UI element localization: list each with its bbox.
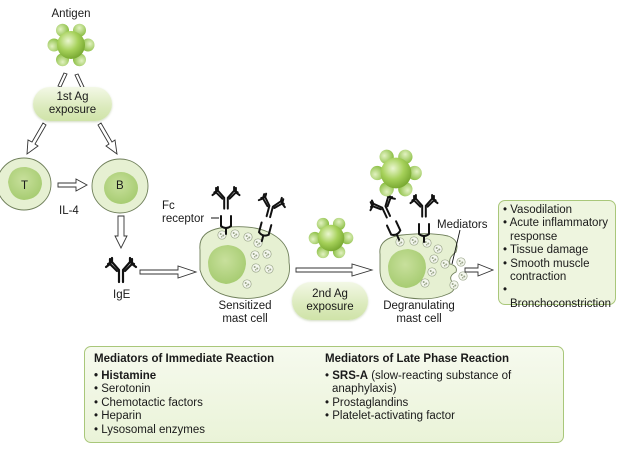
sensitized-line2: mast cell <box>222 313 268 325</box>
immediate-reaction-column: Mediators of Immediate Reaction • Histam… <box>94 353 314 437</box>
first-exposure-line2: exposure <box>48 104 97 116</box>
degranulating-mast-cell-icon <box>366 190 468 300</box>
t-cell-label: T <box>21 180 29 192</box>
effect-item: • Vasodilation <box>503 204 573 216</box>
b-cell-label: B <box>116 180 124 192</box>
arrow-antigen-to-exposure <box>57 72 85 89</box>
second-antigen-icon <box>308 215 354 261</box>
fc-label-line2: receptor <box>162 213 205 225</box>
degranulating-line1: Degranulating <box>383 300 455 312</box>
arrow-exposure-to-b-cell <box>97 122 118 155</box>
antigen-label: Antigen <box>51 8 91 20</box>
immediate-item: • Heparin <box>94 410 142 423</box>
arrow-sensitized-to-degranulating <box>295 263 374 277</box>
mediators-label: Mediators <box>437 219 488 231</box>
late-phase-column: Mediators of Late Phase Reaction • SRS-A… <box>325 353 525 424</box>
second-exposure-line2: exposure <box>306 301 354 313</box>
immediate-item: • Chemotactic factors <box>94 396 203 409</box>
bound-antigen-icon <box>370 147 422 199</box>
sensitized-mast-cell-icon <box>199 186 290 299</box>
effect-item: • Acute inflammatory response <box>503 217 609 243</box>
antigen-icon <box>47 21 95 69</box>
degranulating-mast-cell-label: Degranulating mast cell <box>374 300 464 326</box>
effects-box: • Vasodilation • Acute inflammatory resp… <box>498 200 616 310</box>
il4-label: IL-4 <box>59 205 79 217</box>
arrow-to-effects <box>464 263 495 277</box>
mediators-pointer <box>451 229 461 265</box>
effect-item: • Tissue damage <box>503 244 589 257</box>
degranulating-line2: mast cell <box>396 313 442 325</box>
late-phase-title: Mediators of Late Phase Reaction <box>325 353 510 365</box>
effect-item: • Smooth muscle contraction <box>503 257 590 284</box>
b-cell-icon <box>91 158 149 214</box>
arrow-t-to-b <box>57 178 88 192</box>
t-cell-icon <box>0 157 52 211</box>
first-exposure-pill: 1st Ag exposure <box>33 87 112 121</box>
immediate-item: • Histamine <box>94 370 157 382</box>
late-item: • Prostaglandins <box>325 396 409 409</box>
arrow-b-to-ige <box>114 215 128 250</box>
mediators-box: Mediators of Immediate Reaction • Histam… <box>84 346 564 443</box>
effect-item: • Bronchoconstriction <box>503 284 611 310</box>
sensitized-line1: Sensitized <box>218 300 272 312</box>
second-exposure-line1: 2nd Ag <box>312 288 348 300</box>
immediate-reaction-title: Mediators of Immediate Reaction <box>94 353 275 365</box>
ige-label: IgE <box>113 289 131 301</box>
ige-antibody-icon <box>104 256 138 284</box>
late-item: • SRS-A (slow-reacting substance of anap… <box>325 370 512 396</box>
fc-receptor-label: Fc receptor <box>162 200 204 226</box>
immediate-item: • Serotonin <box>94 383 151 396</box>
sensitized-mast-cell-label: Sensitized mast cell <box>205 300 285 326</box>
second-exposure-pill: 2nd Ag exposure <box>292 282 368 320</box>
immediate-item: • Lysosomal enzymes <box>94 423 205 436</box>
fc-label-line1: Fc <box>162 200 175 212</box>
late-item: • Platelet-activating factor <box>325 410 455 423</box>
arrow-ige-to-mast-cell <box>139 265 198 279</box>
first-exposure-line1: 1st Ag <box>56 91 89 103</box>
arrow-exposure-to-t-cell <box>26 122 47 155</box>
